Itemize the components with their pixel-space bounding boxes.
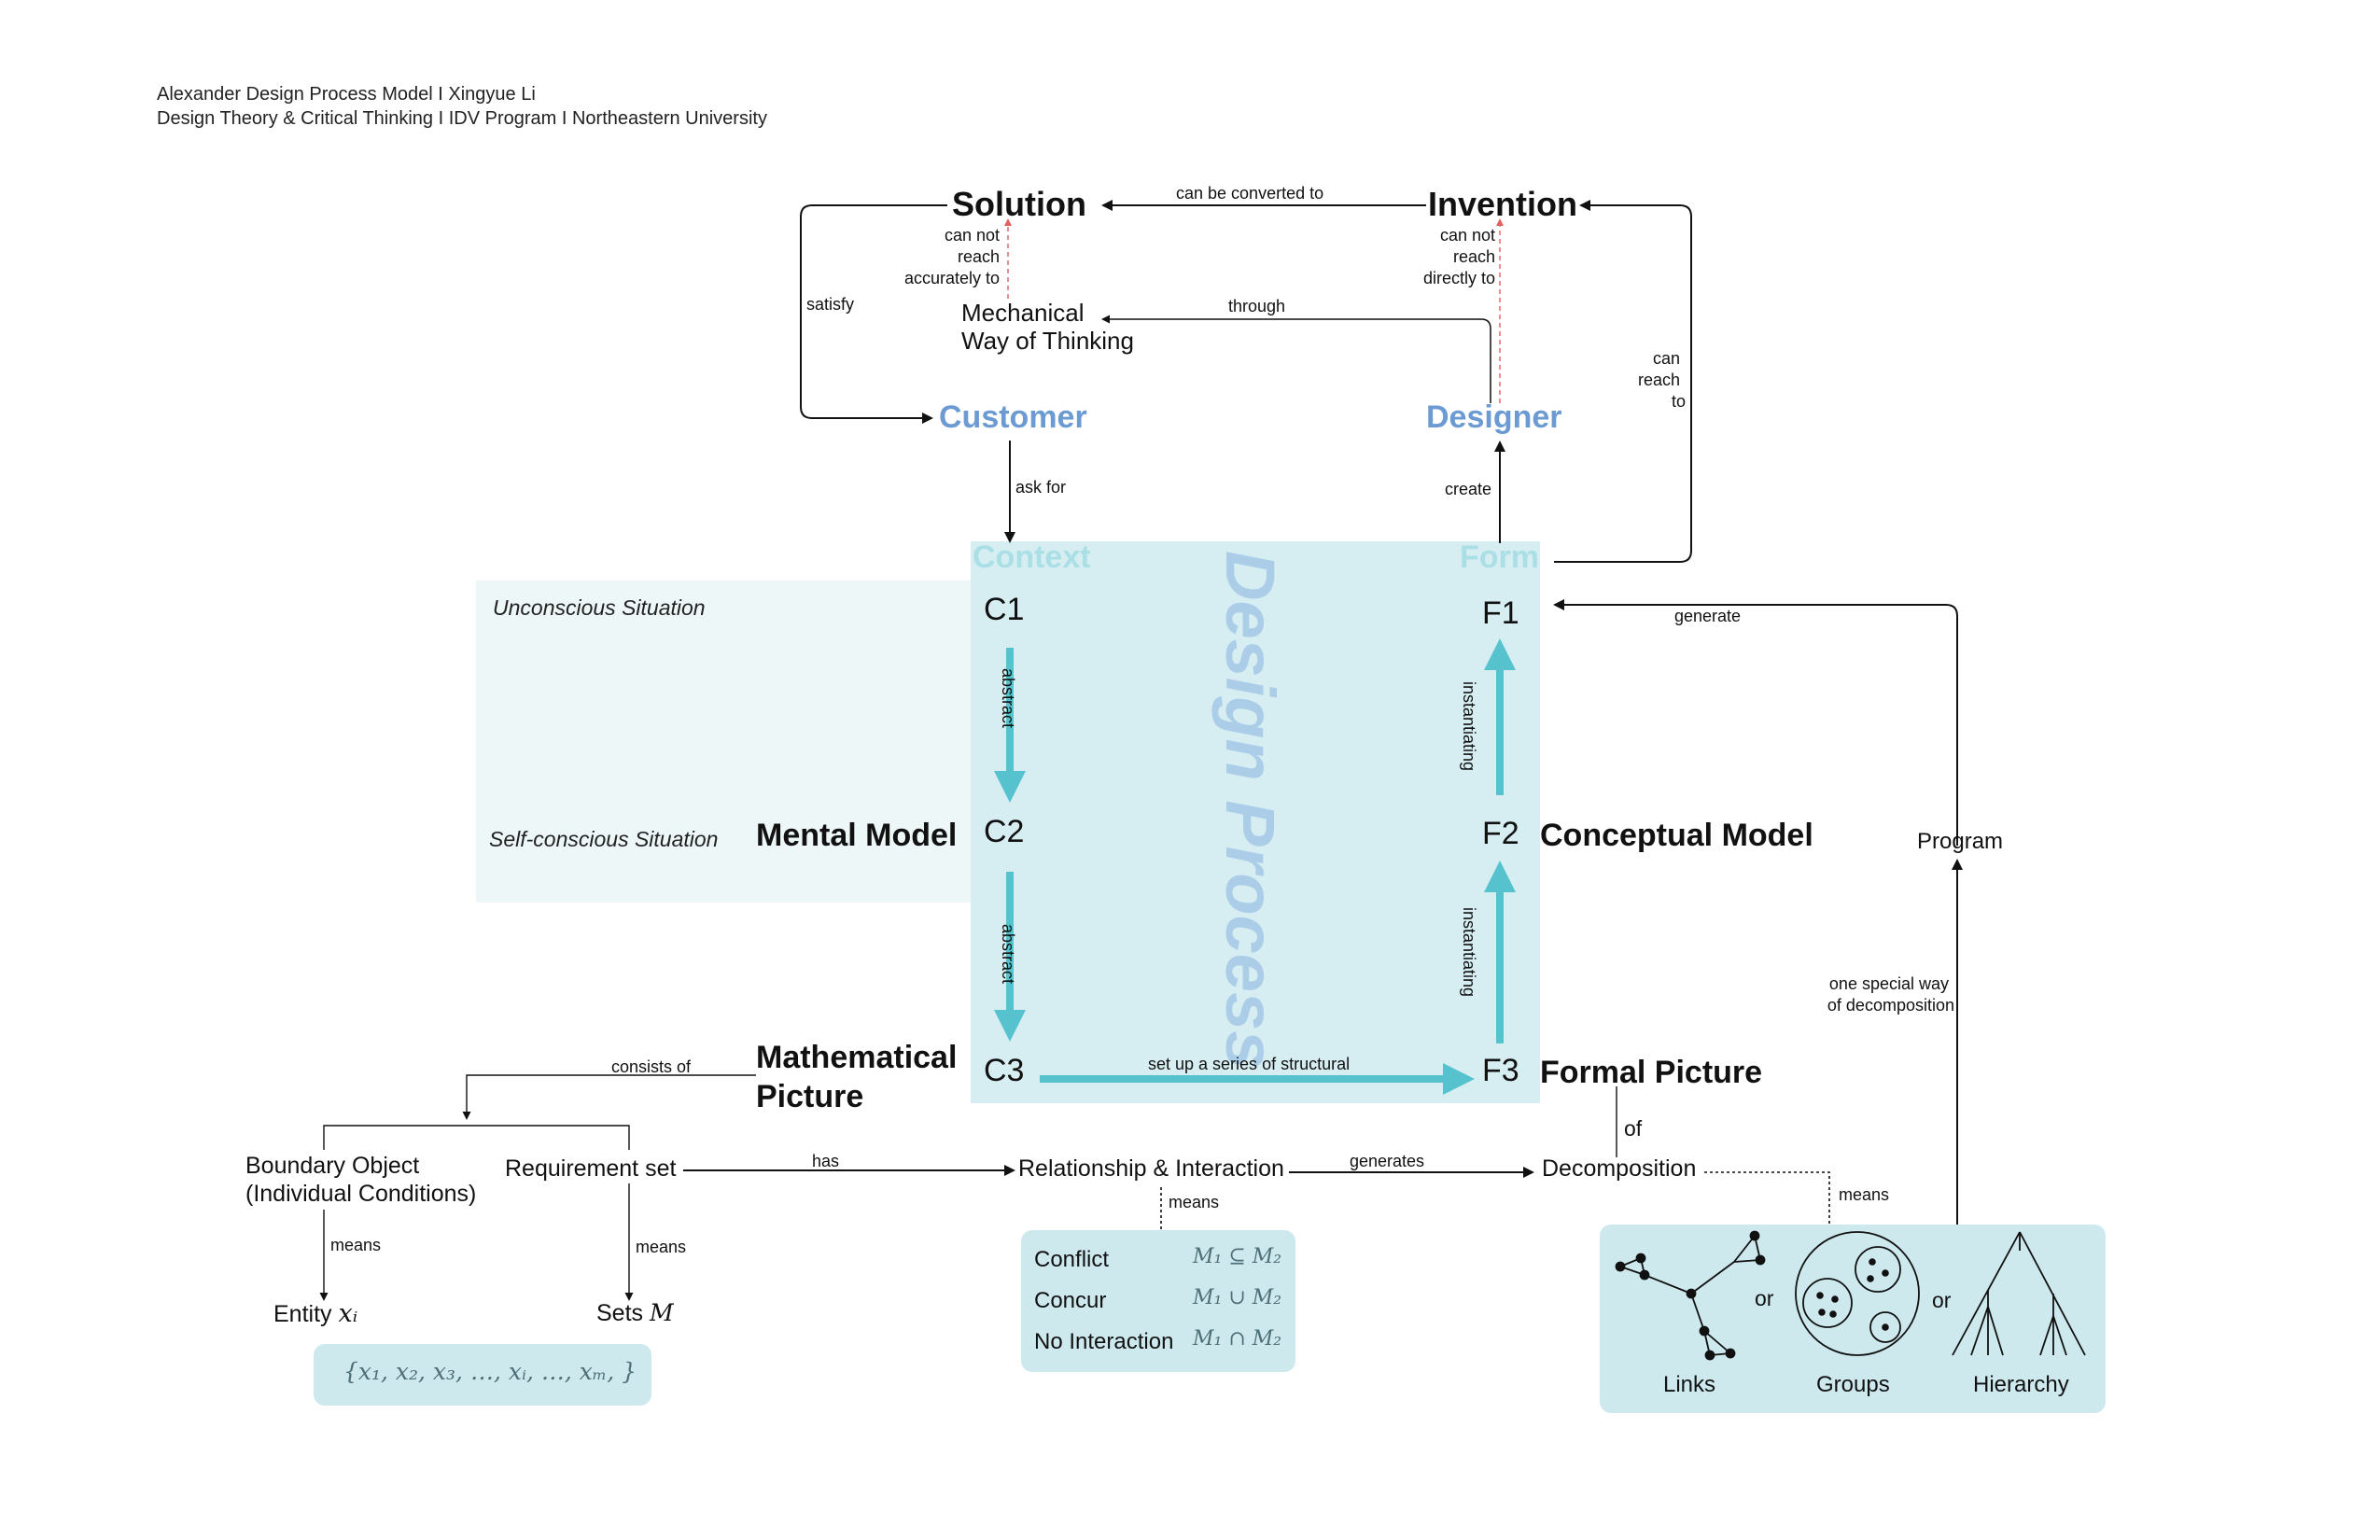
- can-reach-2: reach: [1637, 371, 1680, 389]
- can-reach-3: to: [1671, 392, 1686, 411]
- conflict-label: Conflict: [1034, 1247, 1110, 1272]
- designer-label: Designer: [1426, 399, 1562, 435]
- mechanical-line-1: Mechanical: [961, 299, 1085, 327]
- hierarchy-label: Hierarchy: [1973, 1372, 2069, 1397]
- groups-label: Groups: [1816, 1372, 1890, 1397]
- header-line-1: Alexander Design Process Model I Xingyue…: [157, 84, 536, 105]
- no-interaction-label: No Interaction: [1034, 1329, 1174, 1354]
- edge-can-reach: [1554, 200, 1692, 563]
- edge-consists-of: [462, 1074, 756, 1120]
- decomposition-label: Decomposition: [1542, 1155, 1697, 1182]
- sets-text: Sets: [596, 1300, 644, 1326]
- no-interaction-formula: M₁ ∩ M₂: [1193, 1327, 1282, 1351]
- mathematical-picture-line-1: Mathematical: [756, 1040, 958, 1075]
- label-means-entity: means: [330, 1236, 382, 1254]
- solution-note-2: reach: [957, 247, 1000, 266]
- mental-model-label: Mental Model: [756, 818, 958, 853]
- label-ask-for: ask for: [1015, 478, 1067, 497]
- boundary-object-line-1: Boundary Object: [245, 1153, 420, 1179]
- or-label-1: or: [1755, 1286, 1774, 1310]
- or-label-2: or: [1932, 1288, 1952, 1312]
- label-means-relationship: means: [1169, 1193, 1220, 1211]
- interaction-box: [1021, 1230, 1295, 1372]
- label-through: through: [1228, 297, 1286, 315]
- label-generates: generates: [1350, 1152, 1425, 1170]
- can-reach-1: can: [1652, 349, 1680, 368]
- requirement-set-label: Requirement set: [505, 1155, 677, 1182]
- node-f3: F3: [1482, 1053, 1519, 1088]
- node-f1: F1: [1482, 595, 1519, 631]
- sets-symbol: M: [649, 1299, 674, 1326]
- label-set-up: set up a series of structural: [1148, 1055, 1351, 1073]
- node-c3: C3: [984, 1053, 1025, 1088]
- conceptual-model-label: Conceptual Model: [1540, 818, 1813, 853]
- label-consists-of: consists of: [611, 1057, 692, 1076]
- entity-symbol: xᵢ: [338, 1299, 358, 1328]
- invention-note-2: reach: [1452, 247, 1495, 266]
- label-means-decomposition: means: [1839, 1185, 1890, 1204]
- hierarchy-graphic: [1952, 1231, 2086, 1356]
- label-of: of: [1624, 1116, 1643, 1141]
- edge-generate: [1553, 599, 1958, 846]
- concur-formula: M₁ ∪ M₂: [1193, 1286, 1282, 1309]
- invention-note-3: directly to: [1422, 269, 1495, 287]
- solution-note-1: can not: [944, 226, 1000, 245]
- node-c2: C2: [984, 814, 1025, 849]
- design-process-panel: [971, 541, 1540, 1103]
- bracket-boundary-requirement: [323, 1125, 630, 1150]
- links-graphic: [1615, 1230, 1766, 1361]
- program-label: Program: [1917, 829, 2004, 854]
- self-conscious-situation: Self-conscious Situation: [489, 827, 719, 851]
- boundary-object-line-2: (Individual Conditions): [245, 1181, 477, 1207]
- entity-label: Entity xᵢ: [273, 1299, 357, 1328]
- unconscious-situation: Unconscious Situation: [493, 595, 706, 620]
- header-line-2: Design Theory & Critical Thinking I IDV …: [157, 108, 767, 129]
- one-special-way-2: of decomposition: [1827, 996, 1954, 1015]
- conflict-formula: M₁ ⊆ M₂: [1193, 1245, 1282, 1268]
- label-means-sets: means: [636, 1238, 687, 1256]
- links-label: Links: [1663, 1372, 1716, 1397]
- label-can-be-converted: can be converted to: [1176, 184, 1324, 203]
- sets-label: Sets M: [596, 1299, 674, 1327]
- invention-title: Invention: [1428, 185, 1577, 223]
- context-label: Context: [973, 539, 1091, 575]
- edge-through: [1101, 315, 1491, 403]
- node-f2: F2: [1482, 816, 1519, 851]
- invention-note-1: can not: [1439, 226, 1495, 245]
- set-formula: {x₁, x₂, x₃, …, xᵢ, …, xₘ, }: [343, 1358, 637, 1385]
- mathematical-picture-line-2: Picture: [756, 1079, 864, 1114]
- label-satisfy: satisfy: [806, 295, 855, 314]
- formal-picture-label: Formal Picture: [1540, 1055, 1763, 1090]
- groups-graphic: [1795, 1231, 1920, 1356]
- solution-note-3: accurately to: [903, 269, 1000, 287]
- label-has: has: [812, 1152, 840, 1170]
- relationship-interaction-label: Relationship & Interaction: [1018, 1155, 1284, 1182]
- edge-satisfy: [800, 204, 947, 424]
- edge-means-decomposition: [1704, 1171, 1830, 1225]
- node-c1: C1: [984, 592, 1025, 627]
- one-special-way-1: one special way: [1828, 974, 1949, 993]
- customer-label: Customer: [939, 399, 1087, 435]
- entity-text: Entity: [273, 1301, 332, 1327]
- mechanical-line-2: Way of Thinking: [961, 327, 1134, 355]
- concur-label: Concur: [1034, 1288, 1107, 1313]
- set-formula-box: [314, 1344, 651, 1406]
- label-generate: generate: [1674, 607, 1742, 625]
- situation-background: [476, 581, 985, 903]
- label-create: create: [1445, 480, 1492, 498]
- form-label: Form: [1460, 539, 1539, 575]
- solution-title: Solution: [952, 185, 1086, 223]
- decomposition-box: [1600, 1225, 2106, 1413]
